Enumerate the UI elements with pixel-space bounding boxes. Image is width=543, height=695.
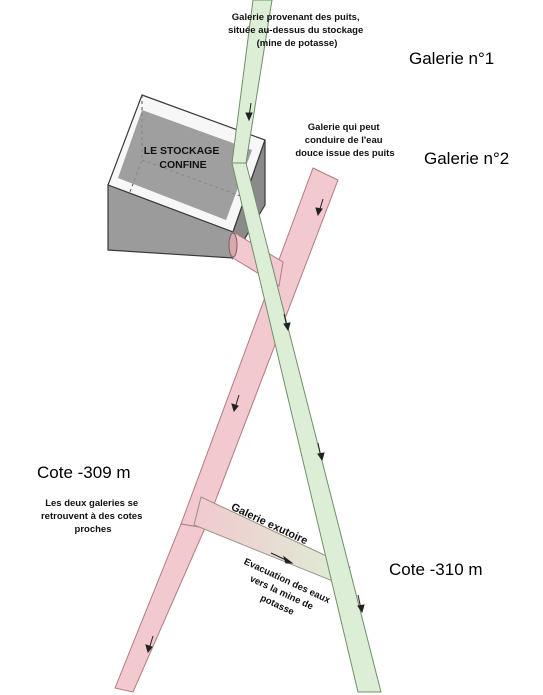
storage-box-shade: [118, 110, 252, 220]
arrow-icon: [357, 594, 365, 614]
arrow-icon: [317, 442, 325, 462]
arrow-icon: [231, 394, 240, 413]
gallery-1: [231, 0, 382, 693]
gallery-1-lower: [231, 162, 382, 693]
gallery-1-name: Galerie n°1: [409, 49, 494, 68]
arrow-icon: [245, 102, 253, 122]
storage-connector-opening: [228, 232, 238, 258]
cote-left-note: Les deux galeries se retrouvent à des co…: [41, 498, 145, 535]
storage-label-line2: CONFINE: [159, 159, 206, 171]
flow-arrows: [145, 102, 365, 654]
gallery-1-description: Galerie provenant des puits, située au-d…: [228, 12, 366, 49]
storage-label: LE STOCKAGE CONFINE: [144, 145, 223, 171]
cote-right-label: Cote -310 m: [389, 560, 483, 579]
arrow-icon: [283, 313, 291, 332]
arrow-icon: [315, 198, 324, 217]
arrow-icon: [270, 552, 294, 564]
gallery-2-description: Galerie qui peut conduire de l'eau douce…: [295, 122, 394, 159]
gallery-2-lower: [114, 523, 206, 693]
cote-left-label: Cote -309 m: [37, 463, 131, 482]
arrow-icon: [145, 635, 154, 654]
gallery-2-name: Galerie n°2: [424, 149, 509, 168]
storage-label-line1: LE STOCKAGE: [144, 145, 220, 157]
gallery-exutoire: [193, 496, 351, 587]
